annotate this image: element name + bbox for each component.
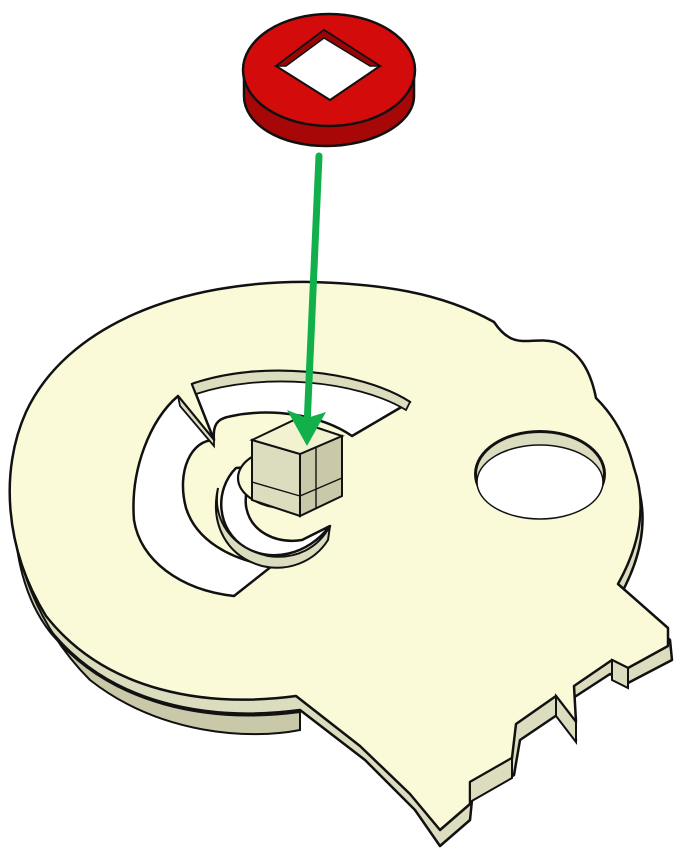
skull-shaped-plate	[8, 280, 674, 848]
assembly-arrow	[287, 152, 326, 446]
plate-top-face	[8, 280, 670, 832]
peg-top-face	[249, 418, 345, 456]
hub-ring-wall	[214, 487, 331, 569]
slot-inner-wall	[190, 369, 412, 412]
square-peg	[249, 418, 345, 518]
slot-inner-wall-left	[177, 395, 215, 449]
plate-lower-edge	[12, 504, 301, 736]
tooth-side-3	[469, 756, 513, 804]
tooth-side-1	[611, 658, 629, 690]
c-shaped-slot	[132, 369, 412, 598]
arrow-head-icon	[287, 410, 326, 446]
square-hole-washer	[241, 12, 417, 148]
tooth-side-2	[555, 693, 577, 745]
eye-hole	[474, 430, 606, 520]
arrow-shaft	[303, 152, 323, 430]
washer-hole-wall	[273, 29, 383, 67]
